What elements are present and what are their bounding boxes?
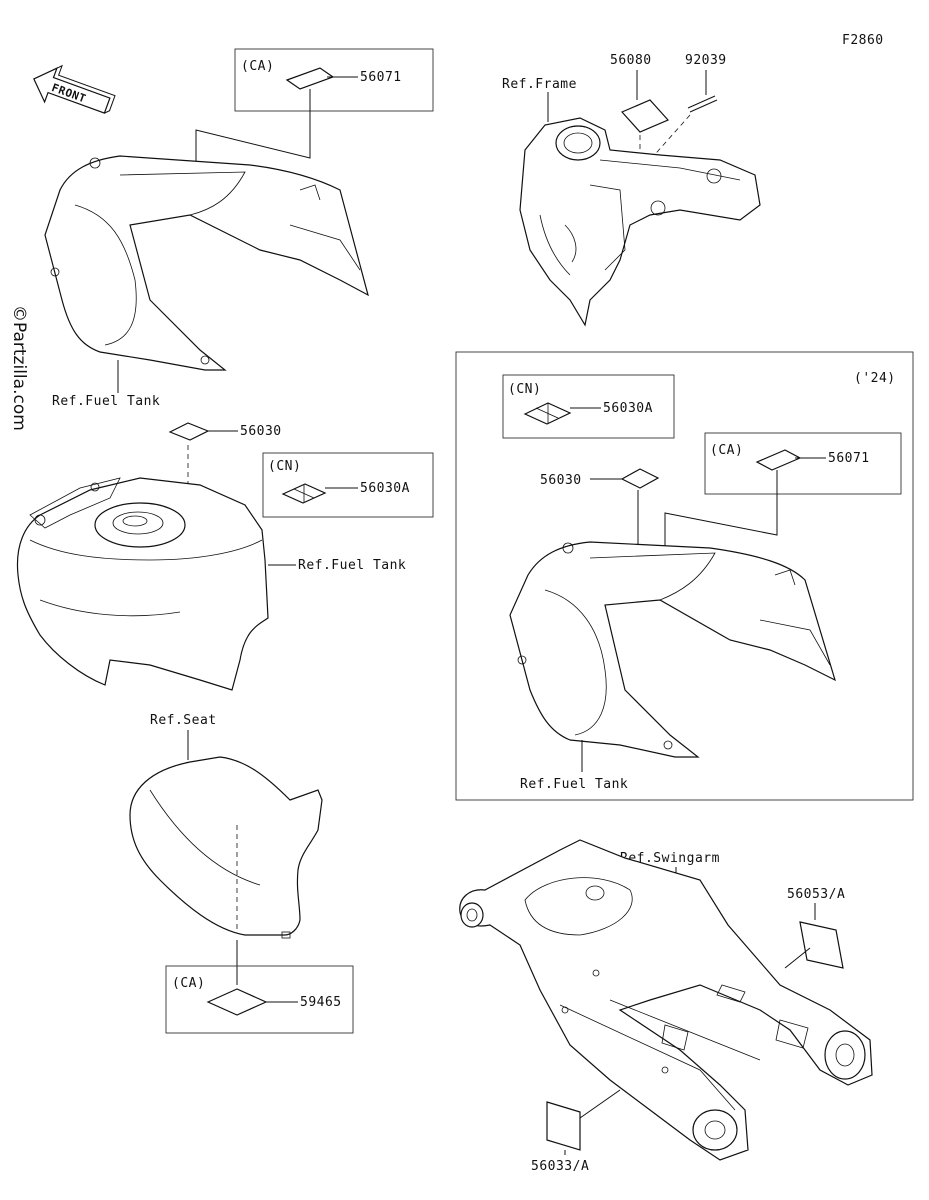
region-tag-cn-1: (CN) [268, 459, 301, 474]
swingarm [459, 839, 873, 1161]
region-tag-year-24: ('24) [854, 371, 896, 386]
part-92039: 92039 [685, 53, 727, 68]
ref-swingarm: Ref.Swingarm [620, 851, 720, 866]
ref-frame: Ref.Frame [502, 77, 577, 92]
region-tag-ca-2: (CA) [172, 976, 205, 991]
part-56053: 56053/A [787, 887, 845, 902]
decal-56080-icon [620, 99, 670, 133]
part-56071-right: 56071 [828, 451, 870, 466]
front-arrow-icon: FRONT [33, 64, 116, 114]
decal-56030-icon-right [620, 468, 660, 489]
decal-56053-icon [799, 921, 844, 969]
part-56080: 56080 [610, 53, 652, 68]
region-tag-cn-2: (CN) [508, 382, 541, 397]
part-56030-right: 56030 [540, 473, 582, 488]
box-cn-56030A-right [502, 374, 675, 439]
fuel-tank-left [16, 477, 269, 691]
fuel-tank-cover-right [509, 541, 836, 758]
box-ca-59465 [165, 965, 354, 1034]
decal-56033-icon [546, 1101, 581, 1151]
box-ca-56071-top [234, 48, 434, 112]
decal-56030-icon [168, 422, 210, 441]
ref-fuel-tank-2: Ref.Fuel Tank [298, 558, 406, 573]
decal-59465-icon [206, 988, 268, 1016]
part-56030A-left: 56030A [360, 481, 410, 496]
frame [519, 117, 761, 327]
ref-fuel-tank-3: Ref.Fuel Tank [520, 777, 628, 792]
decal-56030A-icon-left [281, 483, 327, 504]
part-56071-top: 56071 [360, 70, 402, 85]
box-ca-56071-right [704, 432, 902, 495]
decal-56030A-icon-right [523, 402, 572, 425]
watermark: ©Partzilla.com [9, 305, 29, 431]
clip-92039-icon [687, 95, 718, 113]
figure-code: F2860 [842, 33, 884, 48]
decal-56071-icon-right [755, 449, 802, 471]
decal-56071-icon [285, 67, 335, 90]
ref-seat: Ref.Seat [150, 713, 217, 728]
part-56030A-right: 56030A [603, 401, 653, 416]
box-2024-panel [455, 351, 914, 801]
fuel-tank-cover-top [44, 155, 369, 371]
box-cn-56030A-left [262, 452, 434, 518]
part-59465: 59465 [300, 995, 342, 1010]
part-56033: 56033/A [531, 1159, 589, 1174]
ref-fuel-tank-1: Ref.Fuel Tank [52, 394, 160, 409]
part-56030-left: 56030 [240, 424, 282, 439]
seat [129, 756, 323, 939]
region-tag-ca-3: (CA) [710, 443, 743, 458]
region-tag-ca-1: (CA) [241, 59, 274, 74]
